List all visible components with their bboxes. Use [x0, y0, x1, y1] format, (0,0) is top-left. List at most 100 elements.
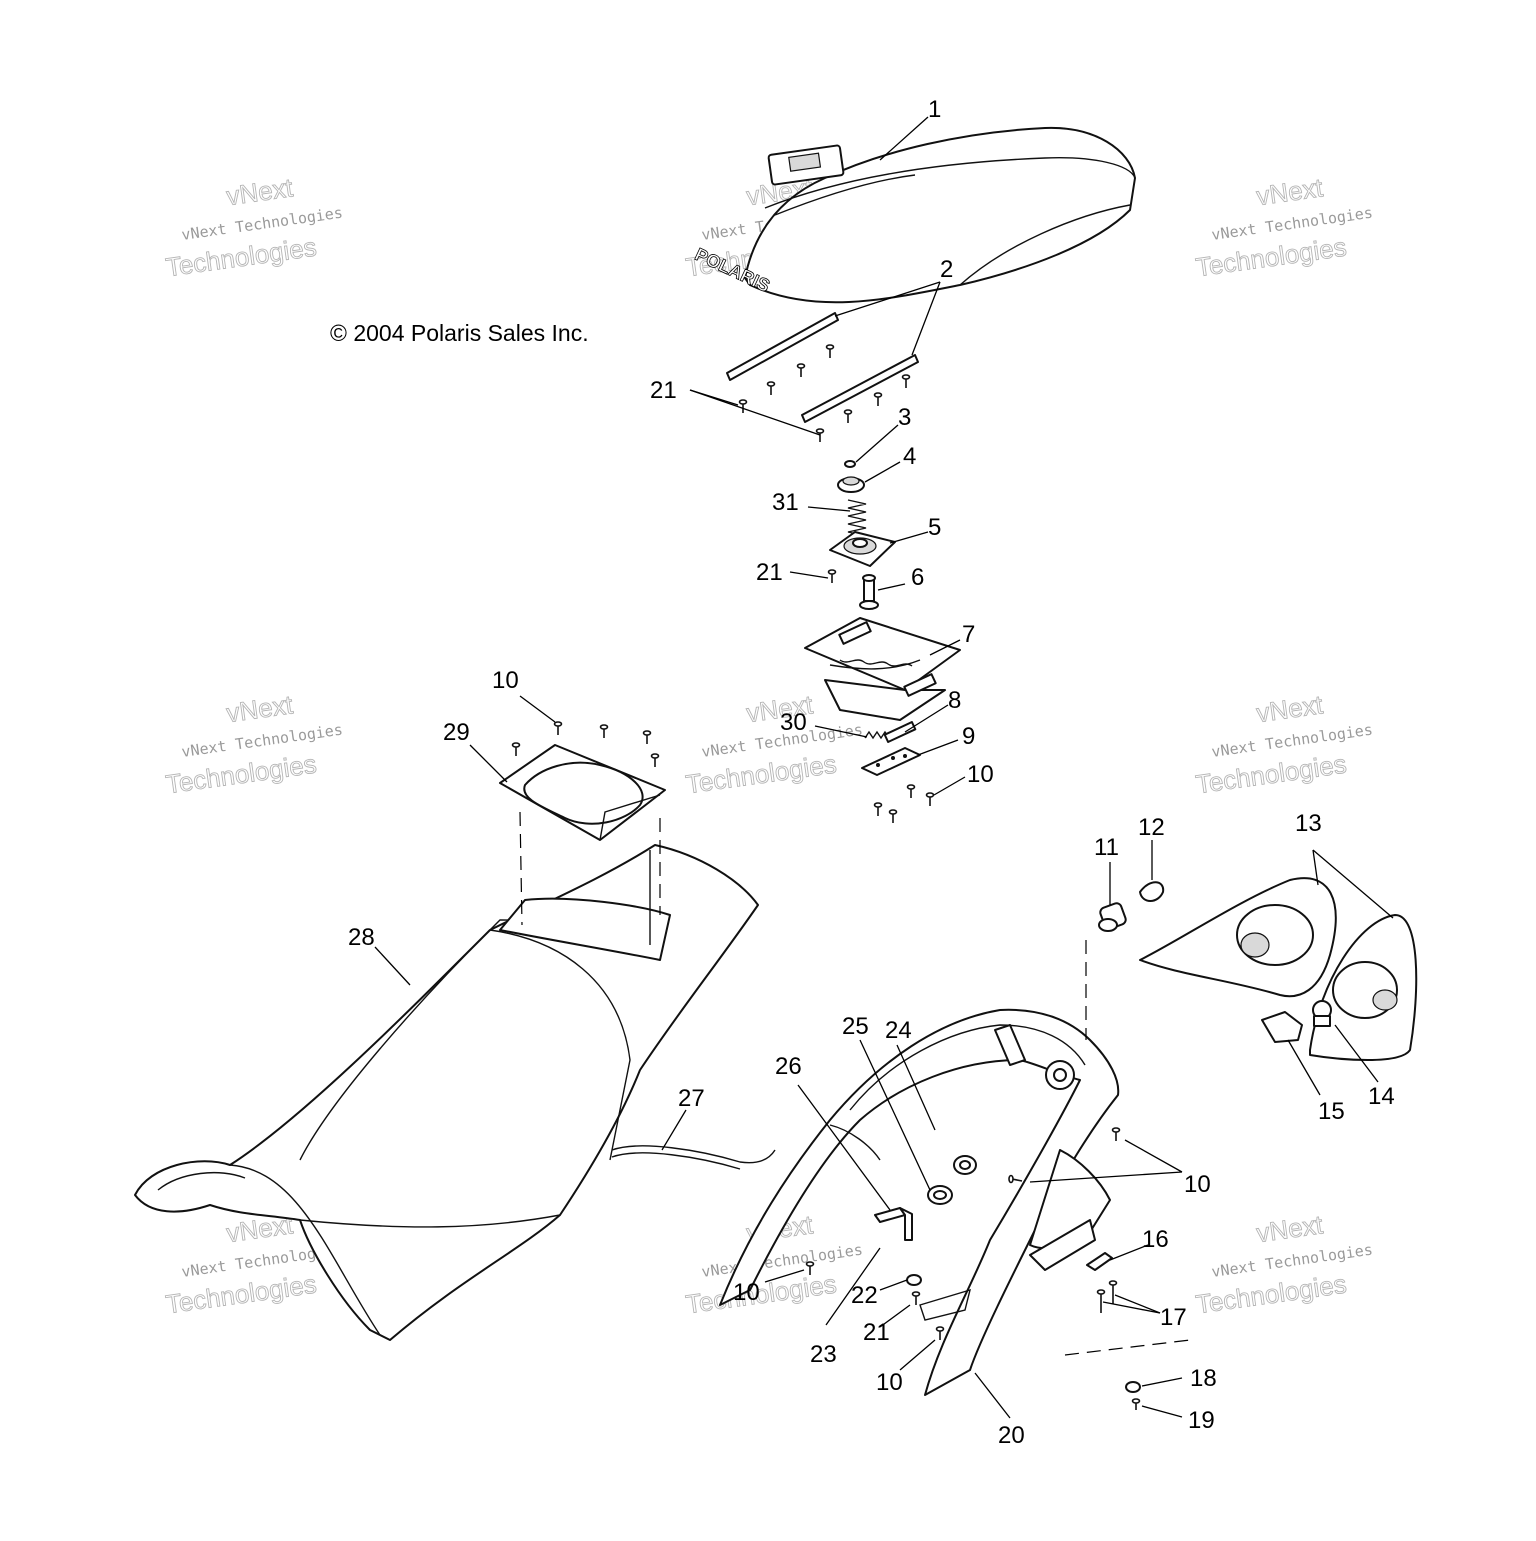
callout-31: 31	[772, 489, 799, 516]
screw	[815, 428, 825, 442]
screw	[1131, 1398, 1141, 1410]
part-20-rear-fender	[719, 1008, 1120, 1396]
screw	[843, 409, 853, 423]
screw	[796, 363, 806, 377]
callout-28: 28	[348, 924, 375, 951]
callout-18: 18	[1190, 1365, 1217, 1392]
callout-26: 26	[775, 1053, 802, 1080]
part-15-socket	[1261, 1011, 1303, 1043]
callout-7: 7	[962, 621, 975, 648]
watermark-top-right: vNext vNext Technologies Technologies	[1193, 172, 1373, 283]
part-8-latch-pin	[883, 721, 917, 743]
screw	[1096, 1289, 1106, 1313]
callout-14: 14	[1368, 1083, 1395, 1110]
callout-21-b: 21	[756, 559, 783, 586]
watermark-line1: vNext	[225, 689, 296, 728]
callout-20: 20	[998, 1422, 1025, 1449]
callout-22: 22	[851, 1282, 878, 1309]
screw	[766, 381, 776, 395]
copyright-text: © 2004 Polaris Sales Inc.	[330, 320, 589, 346]
screw	[935, 1326, 945, 1340]
part-24-grommet	[953, 1155, 977, 1175]
part-11-socket	[1098, 902, 1127, 932]
watermark-mid-right: vNext vNext Technologies Technologies	[1193, 689, 1373, 800]
part-5-base-plate	[829, 531, 896, 567]
leader-lines	[374, 116, 1394, 1419]
part-29-seat-frame	[499, 744, 666, 841]
watermark-line1: vNext	[1255, 1209, 1326, 1248]
watermark-top-left: vNext vNext Technologies Technologies	[163, 172, 343, 283]
screw	[650, 753, 660, 767]
callout-5: 5	[928, 514, 941, 541]
watermark-line1: vNext	[1255, 172, 1326, 211]
callout-9: 9	[962, 723, 975, 750]
callout-27: 27	[678, 1085, 705, 1112]
screw	[911, 1291, 921, 1305]
part-9-latch-plate	[861, 747, 921, 776]
part-12-bulb	[1139, 881, 1165, 902]
screw	[1111, 1127, 1121, 1141]
callout-3: 3	[898, 404, 911, 431]
screw	[553, 721, 563, 735]
callout-10-a: 10	[492, 667, 519, 694]
callout-10-d: 10	[733, 1279, 760, 1306]
part-2-hinge-strips	[726, 312, 919, 423]
part-13-taillight	[1139, 877, 1418, 1061]
part-16-clip	[1086, 1252, 1113, 1271]
screw	[906, 784, 916, 798]
assembly-lines	[519, 811, 1191, 1356]
screw	[511, 742, 521, 756]
callout-29: 29	[443, 719, 470, 746]
callout-24: 24	[885, 1017, 912, 1044]
callout-17: 17	[1160, 1304, 1187, 1331]
screw	[827, 569, 837, 583]
callout-13: 13	[1295, 810, 1322, 837]
part-7-latch-housing	[804, 617, 961, 721]
screw	[642, 730, 652, 744]
callout-19: 19	[1188, 1407, 1215, 1434]
screw	[1108, 1280, 1118, 1304]
screw	[873, 802, 883, 816]
callout-4: 4	[903, 443, 916, 470]
part-6-pin	[859, 574, 879, 610]
screw	[805, 1261, 815, 1275]
watermark-bottom-right: vNext vNext Technologies Technologies	[1193, 1209, 1373, 1320]
part-1-storage-cover: POLARIS	[692, 126, 1136, 304]
screw	[825, 344, 835, 358]
part-30-spring	[864, 730, 890, 740]
callout-21-c: 21	[863, 1319, 890, 1346]
part-31-spring	[847, 499, 867, 537]
part-14-bulb	[1312, 1000, 1332, 1027]
screw	[1008, 1174, 1023, 1184]
screw	[925, 792, 935, 806]
screw	[738, 399, 748, 413]
callout-10-b: 10	[967, 761, 994, 788]
watermark-mid-left: vNext vNext Technologies Technologies	[163, 689, 343, 800]
callout-8: 8	[948, 687, 961, 714]
part-4-cap	[837, 476, 865, 493]
callout-16: 16	[1142, 1226, 1169, 1253]
watermark-line1: vNext	[225, 172, 296, 211]
part-3-clip	[844, 460, 856, 468]
part-22-washer	[906, 1274, 922, 1286]
callout-12: 12	[1138, 814, 1165, 841]
screw	[873, 392, 883, 406]
screw	[599, 724, 609, 738]
callout-11: 11	[1094, 834, 1119, 861]
callout-10-e: 10	[876, 1369, 903, 1396]
callout-21: 21	[650, 377, 677, 404]
callout-2: 2	[940, 256, 953, 283]
callout-15: 15	[1318, 1098, 1345, 1125]
callout-1: 1	[928, 96, 941, 123]
callout-6: 6	[911, 564, 924, 591]
part-18-washer	[1125, 1381, 1141, 1393]
part-27-cable	[611, 1145, 776, 1170]
screw	[888, 809, 898, 823]
watermark-line1: vNext	[1255, 689, 1326, 728]
part-25-grommet	[927, 1185, 953, 1205]
callout-30: 30	[780, 709, 807, 736]
part-26-bracket	[874, 1207, 913, 1241]
callout-10-c: 10	[1184, 1171, 1211, 1198]
